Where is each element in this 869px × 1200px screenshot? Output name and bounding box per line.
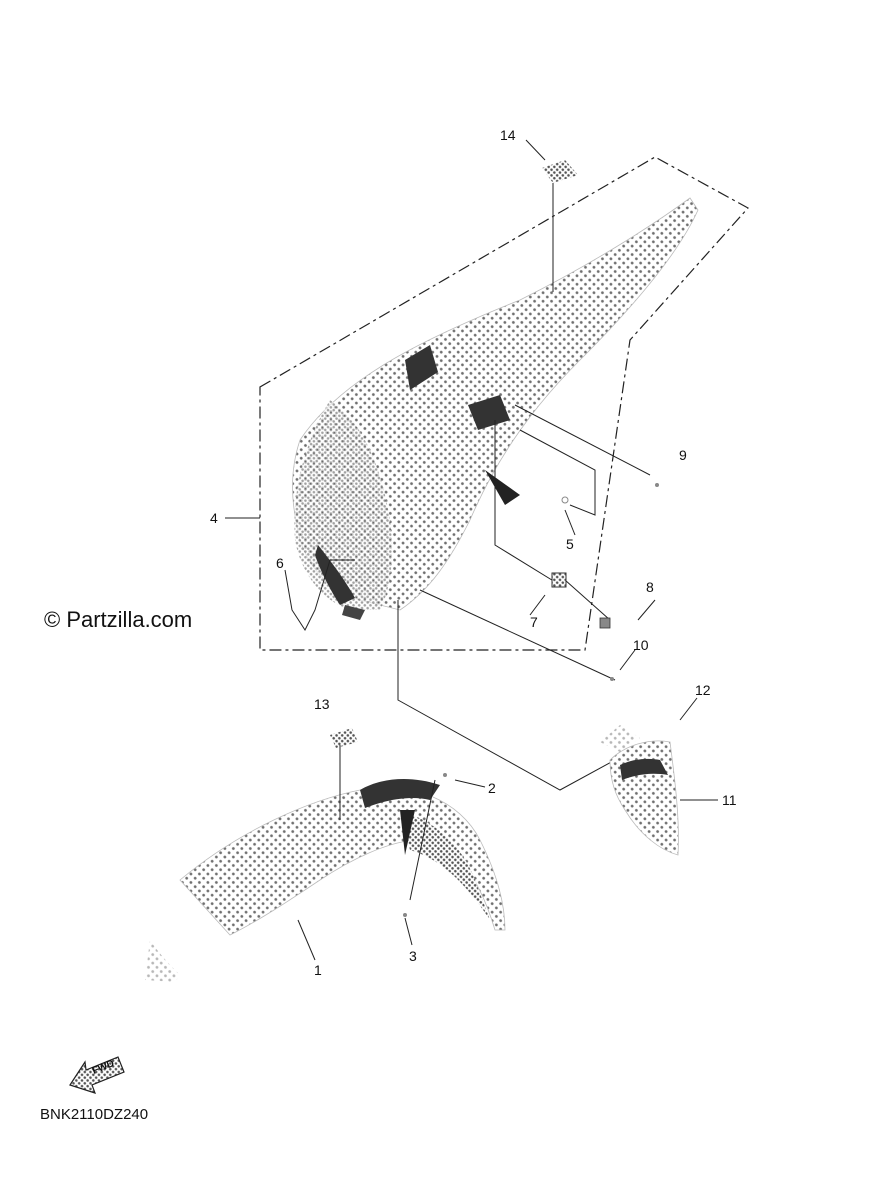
assembly-boundary-4 — [259, 156, 749, 651]
front-fender-tip — [145, 940, 180, 982]
callout-9: 9 — [679, 447, 687, 463]
callout-5: 5 — [566, 536, 574, 552]
callout-1: 1 — [314, 962, 322, 978]
callout-13: 13 — [314, 696, 330, 712]
callout-6: 6 — [276, 555, 284, 571]
fender-bracket-mount — [468, 395, 510, 430]
leader-lines-lower — [297, 697, 718, 961]
fork-guard — [609, 740, 679, 856]
fender-bracket-upper — [405, 345, 438, 390]
fork-guard-top — [600, 725, 640, 752]
callout-12: 12 — [695, 682, 711, 698]
fender-rib — [485, 470, 520, 505]
callout-4: 4 — [210, 510, 218, 526]
front-fender-dark — [360, 778, 440, 808]
fasteners — [551, 483, 659, 681]
callout-10: 10 — [633, 637, 649, 653]
front-fender-inner — [400, 810, 490, 920]
watermark: © Partzilla.com — [44, 607, 193, 632]
diagram-code: BNK2110DZ240 — [40, 1106, 149, 1123]
label-plate-13 — [330, 728, 358, 748]
fork-guard-dark — [620, 758, 668, 780]
callout-8: 8 — [646, 579, 654, 595]
callout-14: 14 — [500, 127, 516, 143]
callout-11: 11 — [722, 792, 737, 808]
front-fender-notch — [400, 810, 415, 855]
callout-2: 2 — [488, 780, 496, 796]
callout-3: 3 — [409, 948, 417, 964]
label-plate-14 — [542, 160, 578, 183]
leader-lines — [225, 139, 656, 791]
callout-7: 7 — [530, 614, 538, 630]
fender-tail-mark — [342, 605, 365, 620]
fender-tail-dark — [315, 545, 355, 605]
fwd-arrow-icon — [69, 1056, 125, 1094]
